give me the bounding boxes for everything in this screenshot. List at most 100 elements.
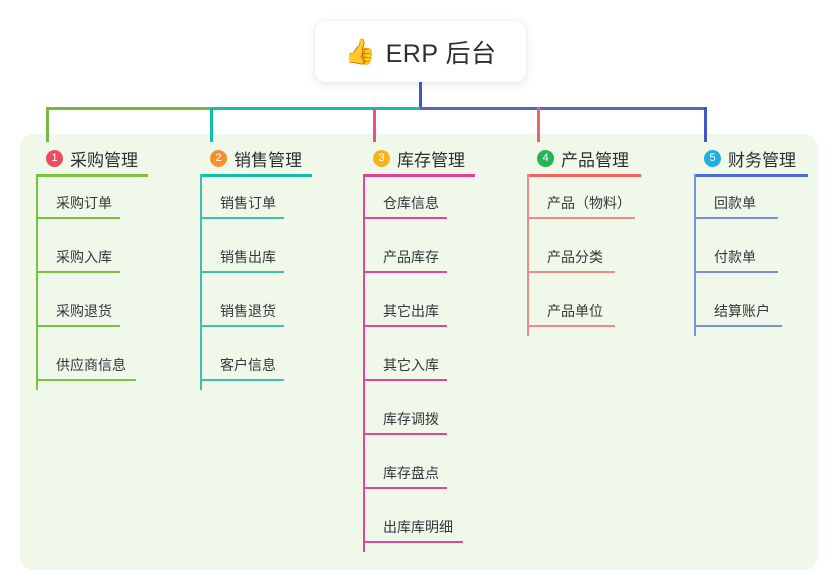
- branch-underline: [36, 174, 148, 177]
- list-item[interactable]: 产品（物料）: [527, 174, 641, 228]
- connector-drop-2: [210, 107, 213, 142]
- connector-drop-1: [46, 107, 49, 142]
- list-item-underline: [363, 325, 447, 327]
- branch-column-5: 5 财务管理回款单付款单结算账户: [694, 146, 808, 336]
- branch-column-1: 1 采购管理采购订单采购入库采购退货供应商信息: [36, 146, 148, 390]
- list-item[interactable]: 采购订单: [36, 174, 148, 228]
- list-item-underline: [527, 271, 615, 273]
- list-item[interactable]: 库存盘点: [363, 444, 475, 498]
- branch-number-badge: 5: [704, 149, 721, 167]
- list-item[interactable]: 其它入库: [363, 336, 475, 390]
- list-item-underline: [36, 325, 120, 327]
- list-item-label: 采购入库: [56, 249, 112, 265]
- connector-drop-5: [704, 107, 707, 142]
- list-item-underline: [527, 217, 635, 219]
- list-item-label: 客户信息: [220, 357, 276, 373]
- list-item[interactable]: 产品单位: [527, 282, 641, 336]
- list-item-label: 产品单位: [547, 303, 603, 319]
- branch-item-list-3: 仓库信息产品库存其它出库其它入库库存调拨库存盘点出库库明细: [363, 174, 475, 552]
- list-item-label: 采购退货: [56, 303, 112, 319]
- branch-item-list-4: 产品（物料） 产品分类产品单位: [527, 174, 641, 336]
- list-item-label: 产品（物料）: [547, 195, 631, 211]
- list-item[interactable]: 产品库存: [363, 228, 475, 282]
- connector-bar-mid: [210, 107, 420, 110]
- list-item-label: 库存调拨: [383, 411, 439, 427]
- branch-header-3[interactable]: 3 库存管理: [363, 146, 475, 170]
- list-item[interactable]: 供应商信息: [36, 336, 148, 390]
- list-item[interactable]: 出库库明细: [363, 498, 475, 552]
- connector-root-stem: [419, 82, 422, 110]
- connector-drop-4: [537, 107, 540, 142]
- list-item-underline: [36, 271, 120, 273]
- list-item-label: 出库库明细: [383, 519, 453, 535]
- branch-spine: [200, 174, 202, 390]
- branch-underline: [200, 174, 312, 177]
- list-item-underline: [694, 271, 778, 273]
- list-item-label: 供应商信息: [56, 357, 126, 373]
- diagram-background-panel: [20, 134, 818, 570]
- branch-item-list-5: 回款单付款单结算账户: [694, 174, 808, 336]
- list-item[interactable]: 客户信息: [200, 336, 312, 390]
- list-item-label: 销售退货: [220, 303, 276, 319]
- list-item-underline: [200, 379, 284, 381]
- branch-title-label: 销售管理: [234, 150, 302, 170]
- branch-item-list-1: 采购订单采购入库采购退货供应商信息: [36, 174, 148, 390]
- list-item[interactable]: 付款单: [694, 228, 808, 282]
- list-item[interactable]: 其它出库: [363, 282, 475, 336]
- list-item-label: 其它出库: [383, 303, 439, 319]
- branch-underline: [694, 174, 808, 177]
- root-node-label: ERP 后台: [385, 39, 497, 68]
- list-item-label: 仓库信息: [383, 195, 439, 211]
- branch-number-badge: 3: [373, 149, 390, 167]
- thumbs-up-icon: 👍: [344, 37, 376, 66]
- list-item[interactable]: 销售退货: [200, 282, 312, 336]
- list-item-label: 回款单: [714, 195, 756, 211]
- list-item-underline: [36, 217, 120, 219]
- branch-header-5[interactable]: 5 财务管理: [694, 146, 808, 170]
- branch-title-label: 财务管理: [728, 150, 796, 170]
- branch-header-1[interactable]: 1 采购管理: [36, 146, 148, 170]
- list-item-underline: [363, 217, 447, 219]
- list-item-underline: [694, 217, 778, 219]
- list-item-label: 销售订单: [220, 195, 276, 211]
- list-item[interactable]: 采购退货: [36, 282, 148, 336]
- list-item-label: 结算账户: [714, 303, 770, 319]
- branch-title-label: 采购管理: [70, 150, 138, 170]
- list-item-underline: [694, 325, 782, 327]
- list-item[interactable]: 产品分类: [527, 228, 641, 282]
- branch-number-badge: 1: [46, 149, 63, 167]
- branch-spine: [694, 174, 696, 336]
- list-item-underline: [363, 271, 447, 273]
- root-node-erp-backend[interactable]: 👍 ERP 后台: [315, 21, 526, 82]
- list-item[interactable]: 销售订单: [200, 174, 312, 228]
- list-item[interactable]: 回款单: [694, 174, 808, 228]
- list-item-label: 其它入库: [383, 357, 439, 373]
- branch-underline: [363, 174, 475, 177]
- list-item-underline: [363, 433, 447, 435]
- list-item-label: 库存盘点: [383, 465, 439, 481]
- list-item-label: 产品分类: [547, 249, 603, 265]
- list-item-underline: [200, 271, 284, 273]
- list-item[interactable]: 仓库信息: [363, 174, 475, 228]
- list-item[interactable]: 销售出库: [200, 228, 312, 282]
- connector-bar-right: [420, 107, 707, 110]
- branch-column-3: 3 库存管理仓库信息产品库存其它出库其它入库库存调拨库存盘点出库库明细: [363, 146, 475, 552]
- branch-number-badge: 4: [537, 149, 554, 167]
- list-item-label: 付款单: [714, 249, 756, 265]
- list-item-underline: [200, 325, 284, 327]
- branch-spine: [363, 174, 365, 552]
- branch-spine: [36, 174, 38, 390]
- branch-title-label: 库存管理: [397, 150, 465, 170]
- list-item[interactable]: 库存调拨: [363, 390, 475, 444]
- list-item-underline: [36, 379, 136, 381]
- list-item[interactable]: 结算账户: [694, 282, 808, 336]
- list-item-label: 销售出库: [220, 249, 276, 265]
- branch-item-list-2: 销售订单销售出库销售退货客户信息: [200, 174, 312, 390]
- list-item[interactable]: 采购入库: [36, 228, 148, 282]
- list-item-underline: [363, 379, 447, 381]
